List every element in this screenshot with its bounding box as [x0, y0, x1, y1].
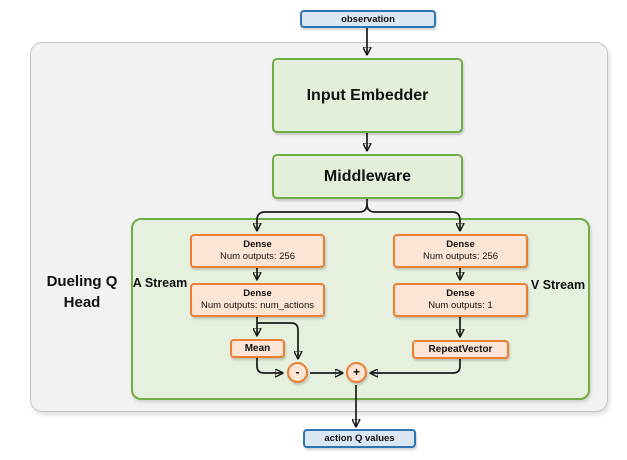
dense-v1-subtitle: Num outputs: 256: [423, 251, 498, 262]
edge-split-to-a-stream: [257, 203, 368, 230]
minus-operator-node: -: [287, 362, 308, 383]
dense-a2-node: Dense Num outputs: num_actions: [190, 283, 325, 317]
repeat-vector-node: RepeatVector: [412, 340, 509, 359]
a-stream-label: A Stream: [132, 276, 188, 290]
edge-mean-to-minus: [256, 358, 282, 373]
dense-a2-title: Dense: [243, 287, 272, 299]
dueling-q-head-label: Dueling Q Head: [46, 273, 118, 311]
plus-operator-node: +: [346, 362, 367, 383]
dense-v1-title: Dense: [446, 238, 475, 250]
mean-node: Mean: [230, 339, 285, 358]
dense-v1-node: Dense Num outputs: 256: [393, 234, 528, 268]
dense-a2-subtitle: Num outputs: num_actions: [200, 300, 314, 311]
dense-v2-node: Dense Num outputs: 1: [393, 283, 528, 317]
input-embedder-node: Input Embedder: [272, 58, 463, 133]
dense-v2-subtitle: Num outputs: 1: [428, 300, 493, 311]
middleware-node: Middleware: [272, 154, 463, 199]
dense-a1-subtitle: Num outputs: 256: [220, 251, 295, 262]
dense-a1-title: Dense: [243, 238, 272, 250]
action-q-values-node: action Q values: [303, 429, 416, 448]
edge-dense-a2-to-minus: [257, 322, 298, 358]
v-stream-label: V Stream: [530, 278, 586, 292]
edge-split-to-v-stream: [366, 203, 460, 230]
dense-v2-title: Dense: [446, 287, 475, 299]
edge-repeatvector-to-plus: [371, 359, 461, 373]
dense-a1-node: Dense Num outputs: 256: [190, 234, 325, 268]
observation-node: observation: [300, 10, 436, 28]
